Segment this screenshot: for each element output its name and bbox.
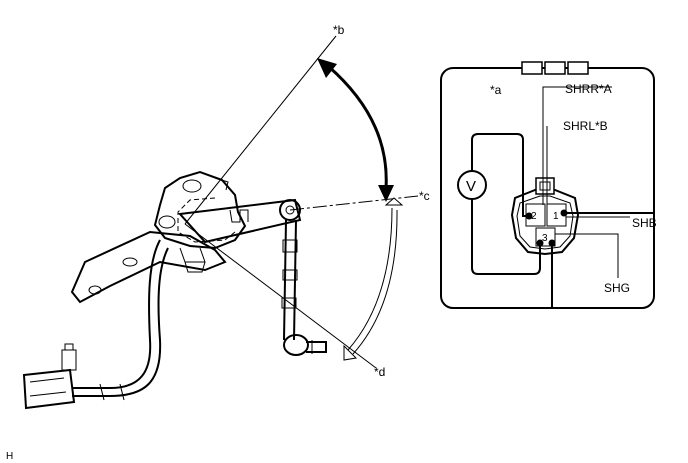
reference-line-d: [184, 223, 377, 369]
reference-lines: [184, 35, 419, 369]
leader-shg: [555, 233, 619, 278]
callout-b: *b: [333, 23, 345, 37]
connector-housing: [510, 189, 580, 256]
pin-label-2: 2: [531, 211, 537, 222]
reference-line-c: [289, 195, 419, 211]
callout-c: *c: [419, 189, 430, 203]
sensor-assembly-illustration: [22, 170, 327, 410]
pin-label-3: 3: [542, 233, 548, 244]
probe-dot-pin3-left: [536, 239, 544, 247]
arrow-head-up: [317, 58, 337, 78]
downward-range-arrow-outer: [347, 207, 393, 351]
callout-d: *d: [374, 365, 385, 379]
resistor-3: [567, 61, 589, 75]
resistor-2: [544, 61, 566, 75]
rotation-arrows: [317, 58, 404, 361]
callout-a: *a: [490, 83, 502, 97]
label-shrr-a: SHRR*A: [565, 82, 612, 96]
leader-shrr-a: [542, 86, 612, 205]
label-shb: SHB: [632, 216, 657, 230]
label-shrl-b: SHRL*B: [563, 119, 608, 133]
pin-label-1: 1: [553, 211, 559, 222]
downward-range-arrow-inner: [352, 209, 398, 355]
upward-range-arrow: [327, 64, 388, 189]
label-shg: SHG: [604, 281, 630, 295]
arrow-head-mid: [378, 185, 394, 202]
circuit-diagram: V 2 1 3: [440, 61, 655, 309]
arrow-head-open-top: [384, 197, 404, 206]
voltmeter-label: V: [466, 178, 476, 195]
pin-cavity-3: [535, 227, 556, 247]
voltmeter-icon: [457, 170, 487, 200]
resistor-1: [521, 61, 543, 75]
corner-mark: H: [6, 451, 13, 462]
arrow-head-open-bottom: [343, 344, 358, 361]
reference-line-b: [184, 35, 337, 225]
probe-dot-pin2: [525, 212, 533, 220]
